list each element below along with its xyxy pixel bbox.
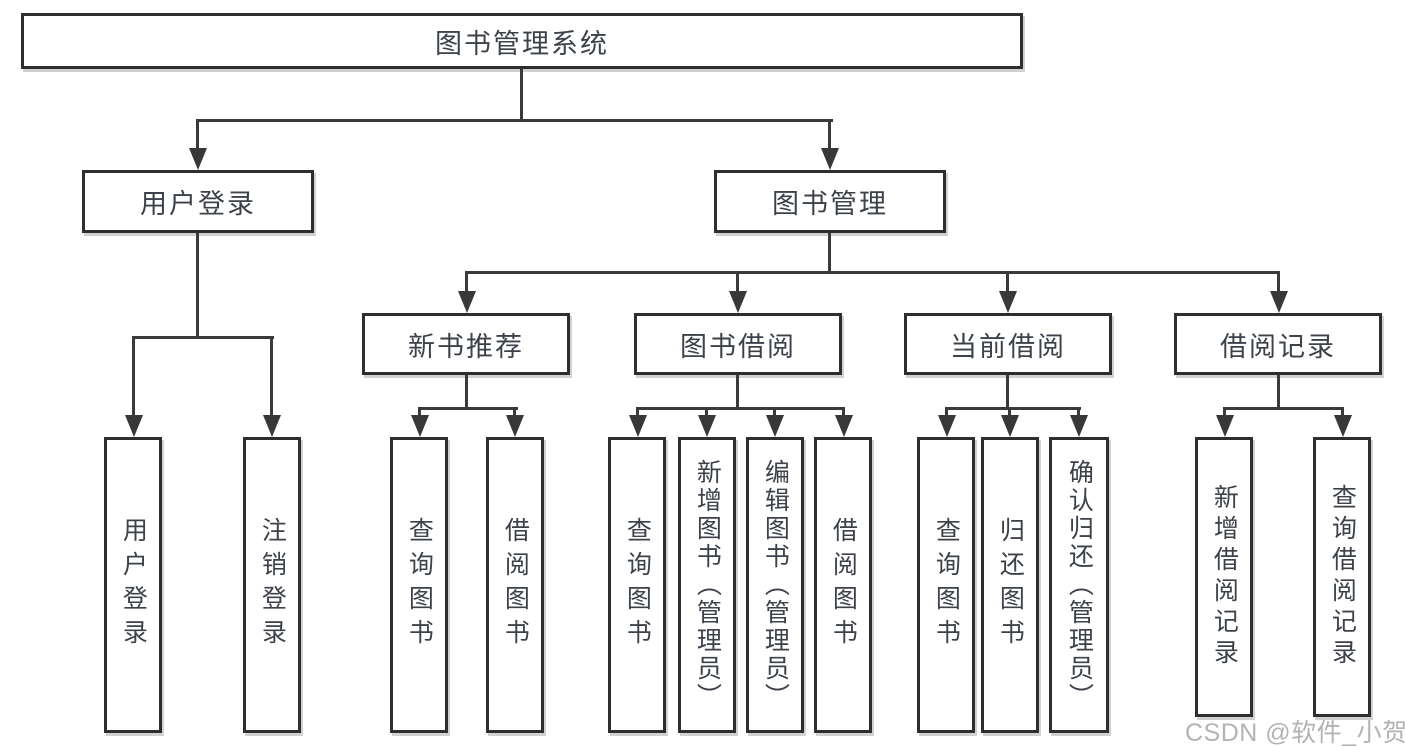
arrow-down-icon (1070, 415, 1088, 437)
connector-line (1341, 407, 1344, 419)
connector-line (465, 271, 1280, 274)
leaf-borrow-books-1-label: 借阅图书 (501, 517, 530, 653)
connector-line (1277, 271, 1280, 295)
node-book-borrow-label: 图书借阅 (680, 331, 796, 362)
leaf-query-books-3: 查询图书 (917, 437, 975, 733)
node-new-book-rec: 新书推荐 (362, 313, 570, 375)
leaf-borrow-books-2-label: 借阅图书 (829, 517, 858, 653)
connector-line (513, 407, 516, 419)
connector-line (636, 407, 639, 419)
leaf-edit-book: 编辑图书（管理员） (746, 437, 804, 733)
connector-line (196, 119, 199, 152)
leaf-query-books-1-label: 查询图书 (405, 517, 434, 653)
arrow-down-icon (938, 415, 956, 437)
connector-line (705, 407, 708, 419)
node-new-book-rec-label: 新书推荐 (408, 331, 524, 362)
connector-line (1006, 271, 1009, 295)
arrow-down-icon (766, 415, 784, 437)
node-book-mgmt-label: 图书管理 (772, 189, 888, 219)
connector-line (270, 336, 273, 418)
leaf-confirm-return-label: 确认归还（管理员） (1065, 459, 1094, 711)
leaf-return-book-label: 归还图书 (996, 517, 1025, 653)
connector-line (1006, 375, 1009, 409)
connector-line (465, 271, 468, 295)
connector-line (736, 375, 739, 409)
arrow-down-icon (506, 415, 524, 437)
connector-line (828, 119, 831, 152)
leaf-add-record-label: 新增借阅记录 (1210, 484, 1239, 670)
connector-line (520, 69, 523, 121)
arrow-down-icon (411, 415, 429, 437)
node-root: 图书管理系统 (21, 13, 1023, 69)
connector-line (828, 233, 831, 273)
connector-line (636, 407, 845, 410)
connector-line (132, 336, 135, 418)
arrow-down-icon (629, 415, 647, 437)
leaf-add-book: 新增图书（管理员） (678, 437, 736, 733)
connector-line (1077, 407, 1080, 419)
leaf-user-login: 用户登录 (104, 437, 162, 733)
arrow-down-icon (189, 148, 207, 170)
arrow-down-icon (835, 415, 853, 437)
arrow-down-icon (1001, 415, 1019, 437)
connector-line (1008, 407, 1011, 419)
connector-line (773, 407, 776, 419)
leaf-confirm-return: 确认归还（管理员） (1049, 437, 1109, 733)
node-borrow-records-label: 借阅记录 (1220, 331, 1336, 362)
arrow-down-icon (1216, 415, 1234, 437)
arrow-down-icon (999, 291, 1017, 313)
node-book-mgmt: 图书管理 (714, 170, 946, 233)
leaf-borrow-books-2: 借阅图书 (814, 437, 872, 733)
leaf-query-record: 查询借阅记录 (1313, 437, 1371, 717)
node-root-label: 图书管理系统 (435, 28, 609, 59)
leaf-add-record: 新增借阅记录 (1195, 437, 1253, 717)
arrow-down-icon (1334, 415, 1352, 437)
connector-line (465, 375, 468, 409)
node-current-borrow-label: 当前借阅 (950, 331, 1066, 362)
arrow-down-icon (821, 148, 839, 170)
connector-line (1223, 407, 1226, 419)
connector-line (418, 407, 421, 419)
arrow-down-icon (458, 291, 476, 313)
leaf-query-books-3-label: 查询图书 (932, 517, 961, 653)
connector-line (945, 407, 1081, 410)
connector-line (945, 407, 948, 419)
arrow-down-icon (698, 415, 716, 437)
connector-line (842, 407, 845, 419)
node-user-login-label: 用户登录 (140, 189, 256, 219)
node-current-borrow: 当前借阅 (904, 313, 1112, 375)
leaf-query-books-2: 查询图书 (608, 437, 666, 733)
connector-line (196, 233, 199, 339)
leaf-borrow-books-1: 借阅图书 (486, 437, 544, 733)
leaf-user-login-label: 用户登录 (119, 517, 148, 653)
connector-line (197, 119, 833, 122)
csdn-watermark: CSDN @软件_小贺同学 (1185, 719, 1405, 747)
leaf-logout-label: 注销登录 (258, 517, 287, 653)
arrow-down-icon (263, 415, 281, 437)
node-book-borrow: 图书借阅 (634, 313, 842, 375)
connector-line (736, 271, 739, 295)
arrow-down-icon (729, 291, 747, 313)
node-borrow-records: 借阅记录 (1174, 313, 1382, 375)
connector-line (1223, 407, 1344, 410)
arrow-down-icon (125, 415, 143, 437)
leaf-logout: 注销登录 (243, 437, 301, 733)
node-user-login: 用户登录 (82, 170, 314, 233)
leaf-query-books-1: 查询图书 (390, 437, 448, 733)
leaf-add-book-label: 新增图书（管理员） (693, 459, 722, 711)
leaf-query-record-label: 查询借阅记录 (1328, 484, 1357, 670)
leaf-query-books-2-label: 查询图书 (623, 517, 652, 653)
connector-line (1277, 375, 1280, 409)
leaf-return-book: 归还图书 (981, 437, 1039, 733)
arrow-down-icon (1270, 291, 1288, 313)
connector-line (418, 407, 518, 410)
leaf-edit-book-label: 编辑图书（管理员） (761, 459, 790, 711)
connector-line (132, 336, 274, 339)
